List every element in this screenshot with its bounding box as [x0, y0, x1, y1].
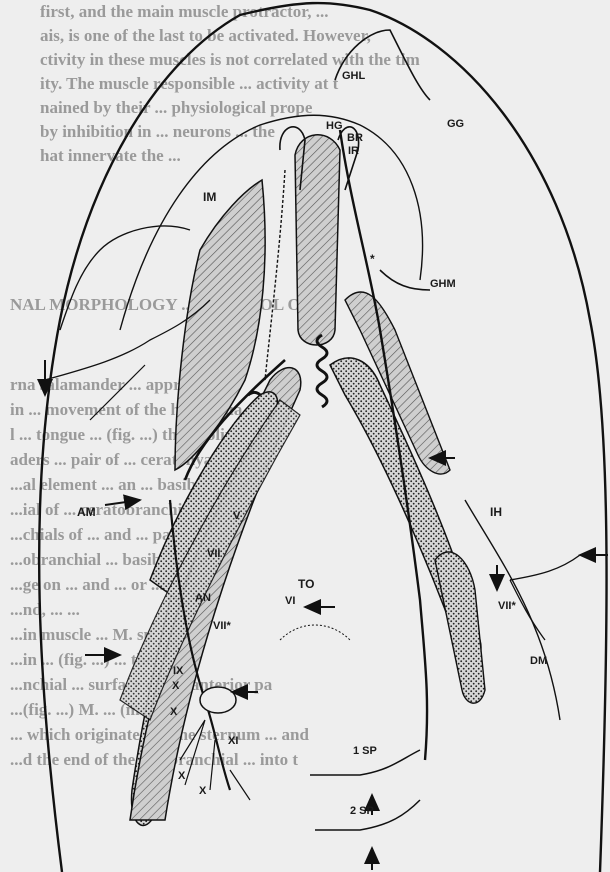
ganglion-oval: [200, 687, 236, 713]
nerve-left-twig-2: [90, 365, 145, 420]
label-sp1: 1 SP: [353, 745, 377, 757]
label-an: AN: [195, 592, 211, 604]
coiled-nerve: [317, 335, 327, 407]
head-outline: [39, 3, 606, 872]
label-vi: VI: [285, 595, 295, 607]
label-ih: IH: [490, 505, 502, 519]
label-dm: DM: [530, 655, 547, 667]
label-im: IM: [203, 190, 216, 204]
nerve-central-left: [265, 170, 285, 380]
label-hg: HG: [326, 120, 343, 132]
label-sp2: 2 SP: [350, 805, 374, 817]
label-ix: IX: [173, 665, 183, 677]
nerve-right-ih: [510, 555, 580, 580]
label-x-upper: X: [172, 680, 179, 692]
label-ir: IR: [348, 145, 359, 157]
label-star: *: [370, 252, 375, 266]
label-x-low2: X: [199, 785, 206, 797]
left-ceratobranchial: [120, 400, 300, 720]
label-vii-star-left: VII*: [213, 620, 231, 632]
label-v: V: [233, 510, 240, 522]
label-ghm: GHM: [430, 278, 456, 290]
label-br: BR: [347, 132, 363, 144]
label-to: TO: [298, 577, 314, 591]
label-x-low1: X: [178, 770, 185, 782]
label-vii: VII: [207, 548, 220, 560]
to-region: [280, 625, 350, 640]
label-gg: GG: [447, 118, 464, 130]
label-am: AM: [77, 505, 96, 519]
label-ghl: GHL: [342, 70, 365, 82]
nerve-right-branch: [380, 270, 430, 290]
inner-outline: [120, 115, 423, 330]
arrow-am: [105, 500, 140, 505]
label-xi: XI: [228, 735, 238, 747]
nerve-upper-right: [335, 30, 430, 100]
right-lower-bar: [435, 552, 485, 703]
label-vii-star-right: VII*: [498, 600, 516, 612]
label-x-mid: X: [170, 706, 177, 718]
